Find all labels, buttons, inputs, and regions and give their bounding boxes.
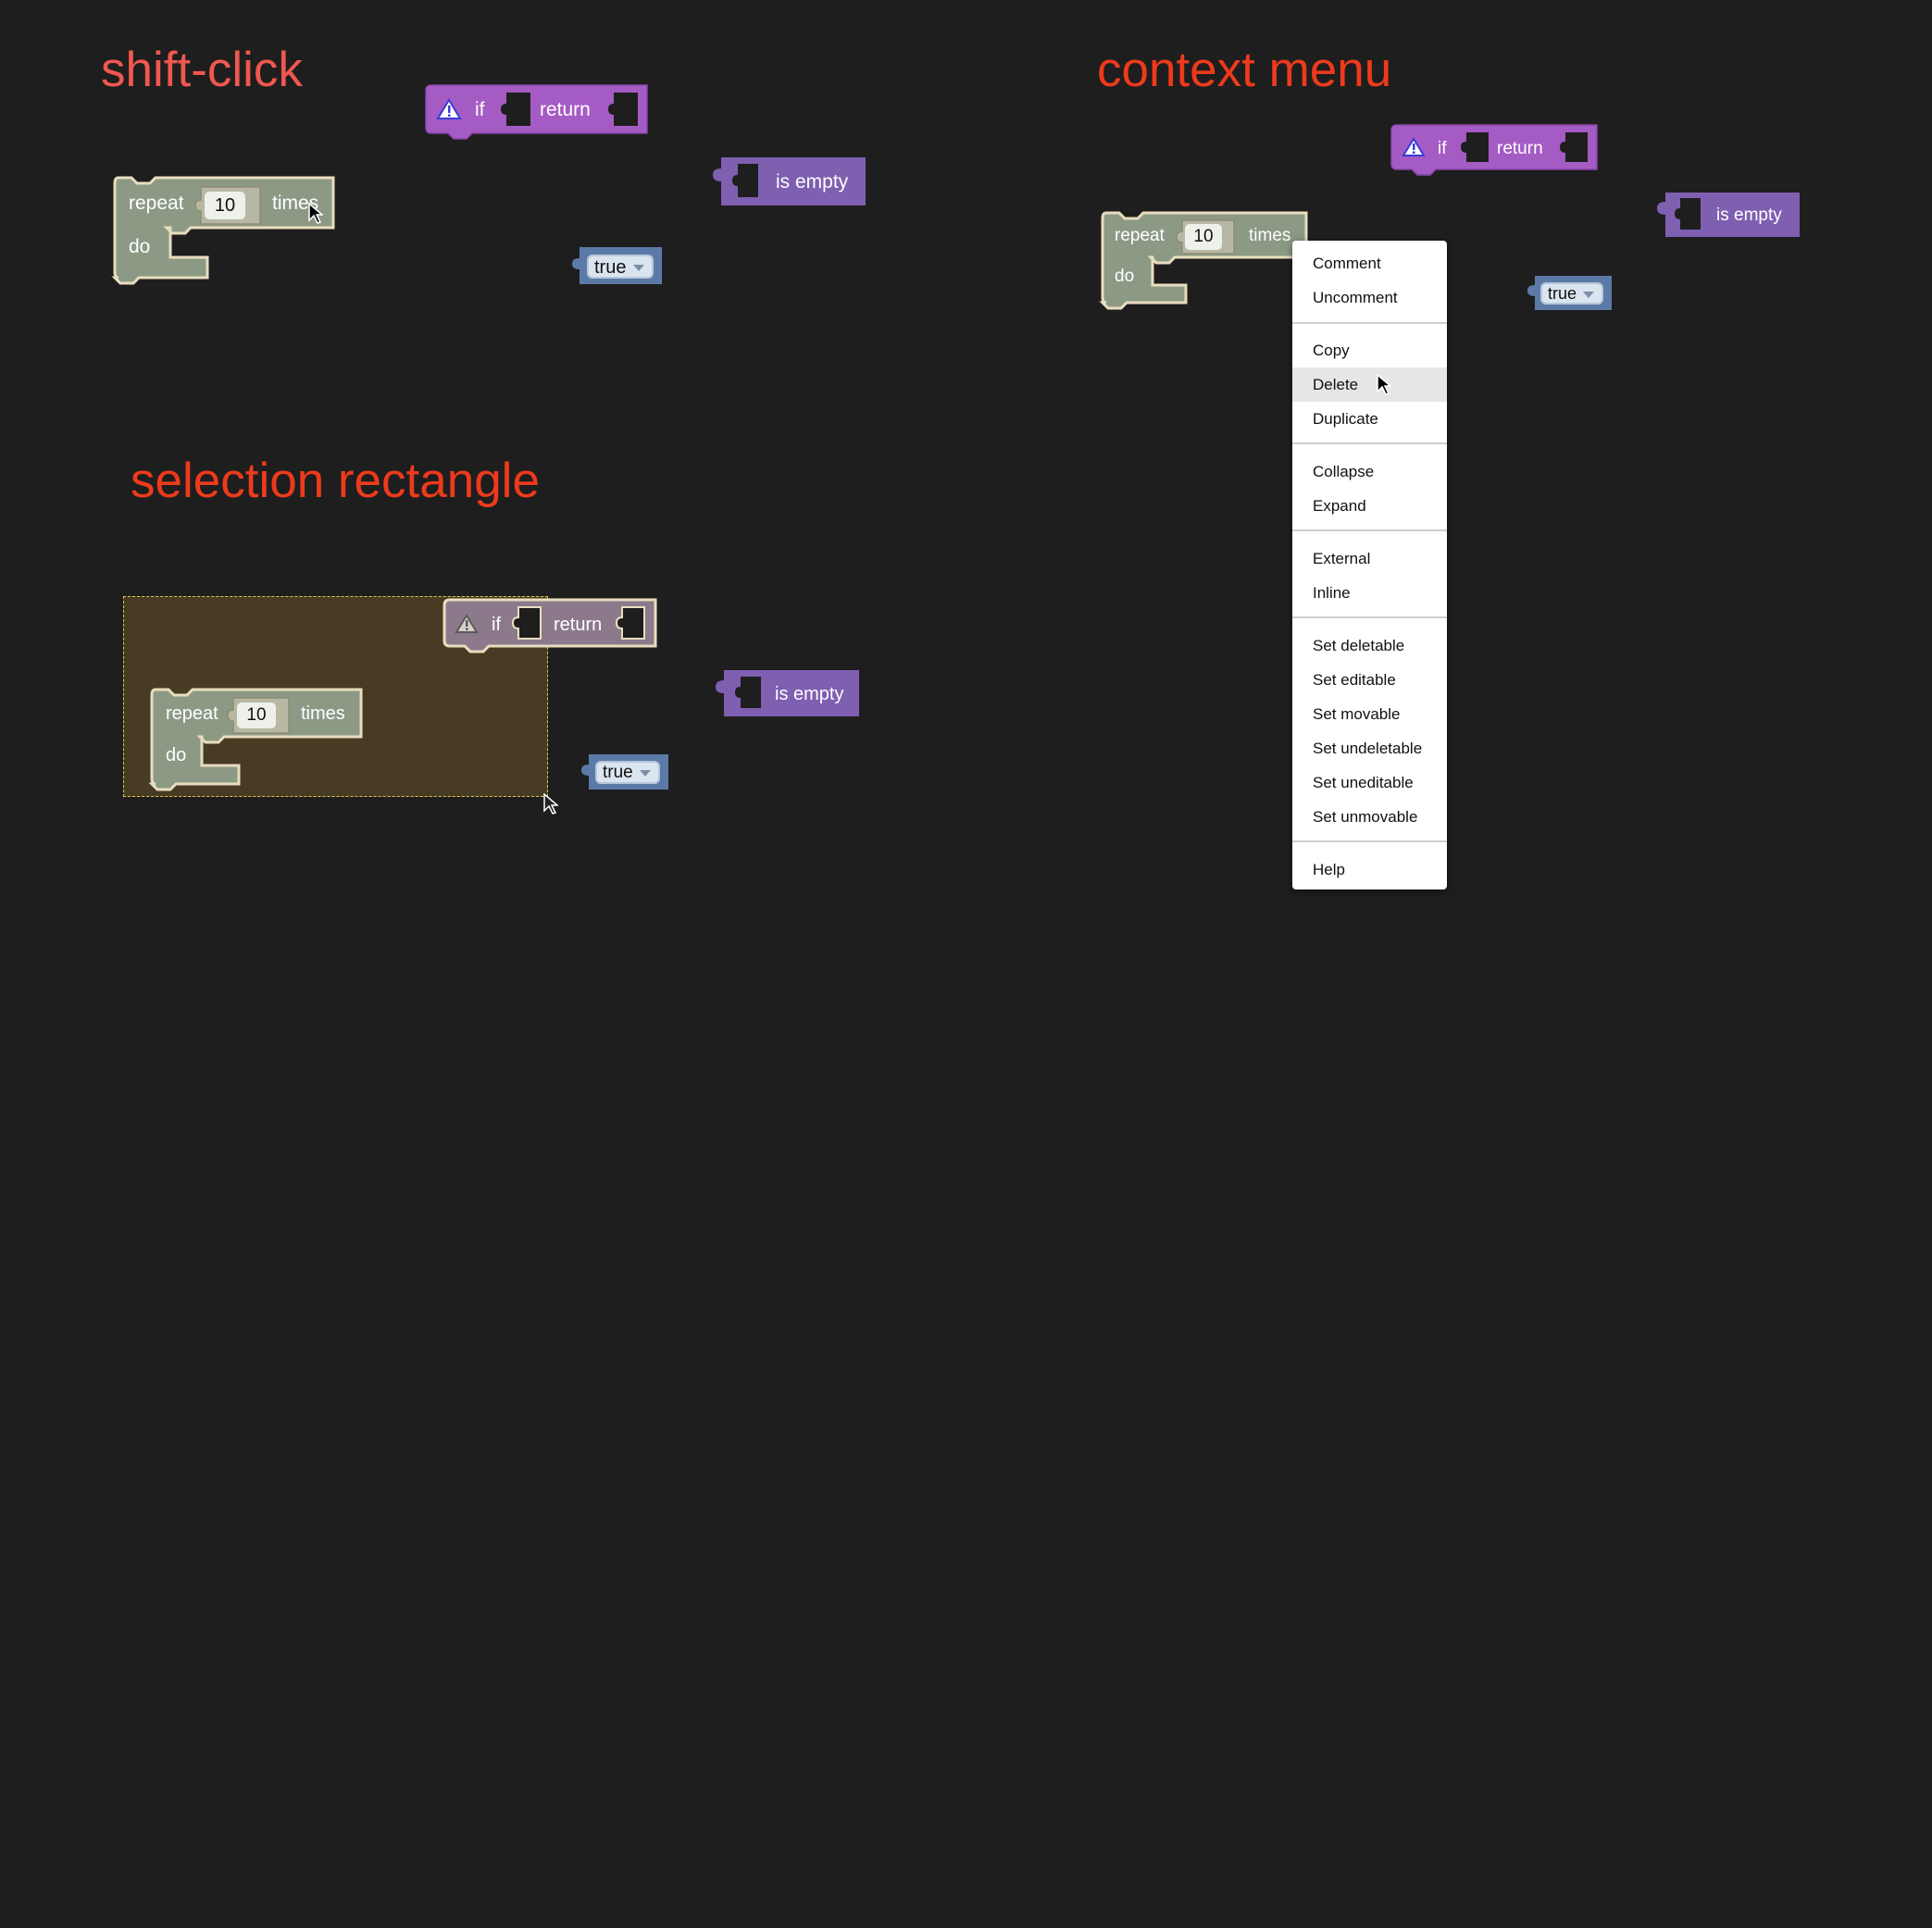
number-block[interactable]: 10 <box>1176 219 1235 255</box>
if-return-block[interactable]: if return <box>1390 124 1599 176</box>
is-empty-label: is empty <box>1716 205 1782 225</box>
repeat-times-label: times <box>301 703 345 724</box>
boolean-block[interactable]: true <box>570 247 662 284</box>
repeat-keyword: repeat <box>1115 226 1165 245</box>
return-label: return <box>540 99 591 120</box>
menu-item-help[interactable]: Help <box>1313 861 1345 878</box>
menu-item-copy[interactable]: Copy <box>1313 342 1350 359</box>
heading-shift-click: shift-click <box>101 43 303 97</box>
dropdown-arrow-icon <box>1583 292 1594 298</box>
heading-context-menu: context menu <box>1097 43 1392 97</box>
menu-item-set-movable[interactable]: Set movable <box>1313 705 1401 723</box>
true-value: true <box>603 763 633 782</box>
menu-item-set-deletable[interactable]: Set deletable <box>1313 637 1405 654</box>
repeat-do-label: do <box>129 236 151 257</box>
repeat-times-label: times <box>1249 226 1291 245</box>
repeat-times-label: times <box>272 193 319 214</box>
mouse-cursor-icon <box>543 793 558 815</box>
repeat-do-label: do <box>1115 267 1135 286</box>
dropdown-arrow-icon <box>633 265 644 271</box>
return-label: return <box>554 615 603 635</box>
menu-separator <box>1292 442 1447 444</box>
menu-item-set-uneditable[interactable]: Set uneditable <box>1313 774 1414 791</box>
true-dropdown[interactable]: true <box>1540 282 1603 305</box>
menu-item-collapse[interactable]: Collapse <box>1313 463 1375 480</box>
menu-item-set-unmovable[interactable]: Set unmovable <box>1313 808 1418 826</box>
true-value: true <box>1548 284 1577 303</box>
if-label: if <box>1438 139 1447 158</box>
if-label: if <box>492 615 501 635</box>
repeat-keyword: repeat <box>166 703 218 724</box>
menu-item-comment[interactable]: Comment <box>1313 255 1381 272</box>
menu-separator <box>1292 322 1447 324</box>
menu-separator <box>1292 616 1447 618</box>
true-dropdown[interactable]: true <box>595 761 660 784</box>
menu-item-expand[interactable]: Expand <box>1313 497 1366 515</box>
menu-item-set-undeletable[interactable]: Set undeletable <box>1313 740 1423 757</box>
repeat-block[interactable]: repeat 10 times do <box>111 176 335 285</box>
warning-triangle-icon[interactable] <box>1402 137 1426 157</box>
number-block[interactable]: 10 <box>194 186 261 225</box>
number-block[interactable]: 10 <box>227 697 290 734</box>
context-menu: Comment Uncomment Copy Delete Duplicate … <box>1292 241 1447 889</box>
repeat-do-label: do <box>166 745 187 765</box>
boolean-block[interactable]: true <box>1526 276 1612 310</box>
is-empty-block[interactable]: is empty <box>713 670 859 716</box>
menu-item-set-editable[interactable]: Set editable <box>1313 671 1396 689</box>
mouse-cursor-icon <box>308 203 323 224</box>
repeat-count-field[interactable]: 10 <box>1185 224 1222 250</box>
boolean-block[interactable]: true <box>580 754 668 790</box>
menu-item-duplicate[interactable]: Duplicate <box>1313 410 1378 428</box>
warning-triangle-icon[interactable] <box>436 98 462 120</box>
return-label: return <box>1497 139 1543 158</box>
menu-item-inline[interactable]: Inline <box>1313 584 1351 602</box>
warning-triangle-icon[interactable] <box>455 614 479 634</box>
dropdown-arrow-icon <box>640 770 651 777</box>
menu-separator <box>1292 529 1447 531</box>
menu-item-delete[interactable]: Delete <box>1292 367 1447 402</box>
if-return-block[interactable]: if return <box>442 598 657 653</box>
if-return-block[interactable]: if return <box>425 84 649 140</box>
heading-selection-rectangle: selection rectangle <box>131 454 540 508</box>
repeat-block[interactable]: repeat 10 times do <box>1099 211 1308 310</box>
true-value: true <box>594 257 627 278</box>
repeat-keyword: repeat <box>129 193 184 214</box>
is-empty-block[interactable]: is empty <box>1654 193 1800 237</box>
is-empty-label: is empty <box>776 171 849 193</box>
menu-item-uncomment[interactable]: Uncomment <box>1313 289 1398 306</box>
mouse-cursor-icon <box>1377 374 1391 395</box>
menu-separator <box>1292 840 1447 842</box>
repeat-count-field[interactable]: 10 <box>237 703 276 728</box>
if-label: if <box>475 99 485 120</box>
is-empty-label: is empty <box>775 684 844 704</box>
repeat-count-field[interactable]: 10 <box>205 192 245 219</box>
repeat-block[interactable]: repeat 10 times do <box>148 688 363 791</box>
is-empty-block[interactable]: is empty <box>710 157 866 205</box>
true-dropdown[interactable]: true <box>587 255 654 279</box>
menu-item-external[interactable]: External <box>1313 550 1371 567</box>
